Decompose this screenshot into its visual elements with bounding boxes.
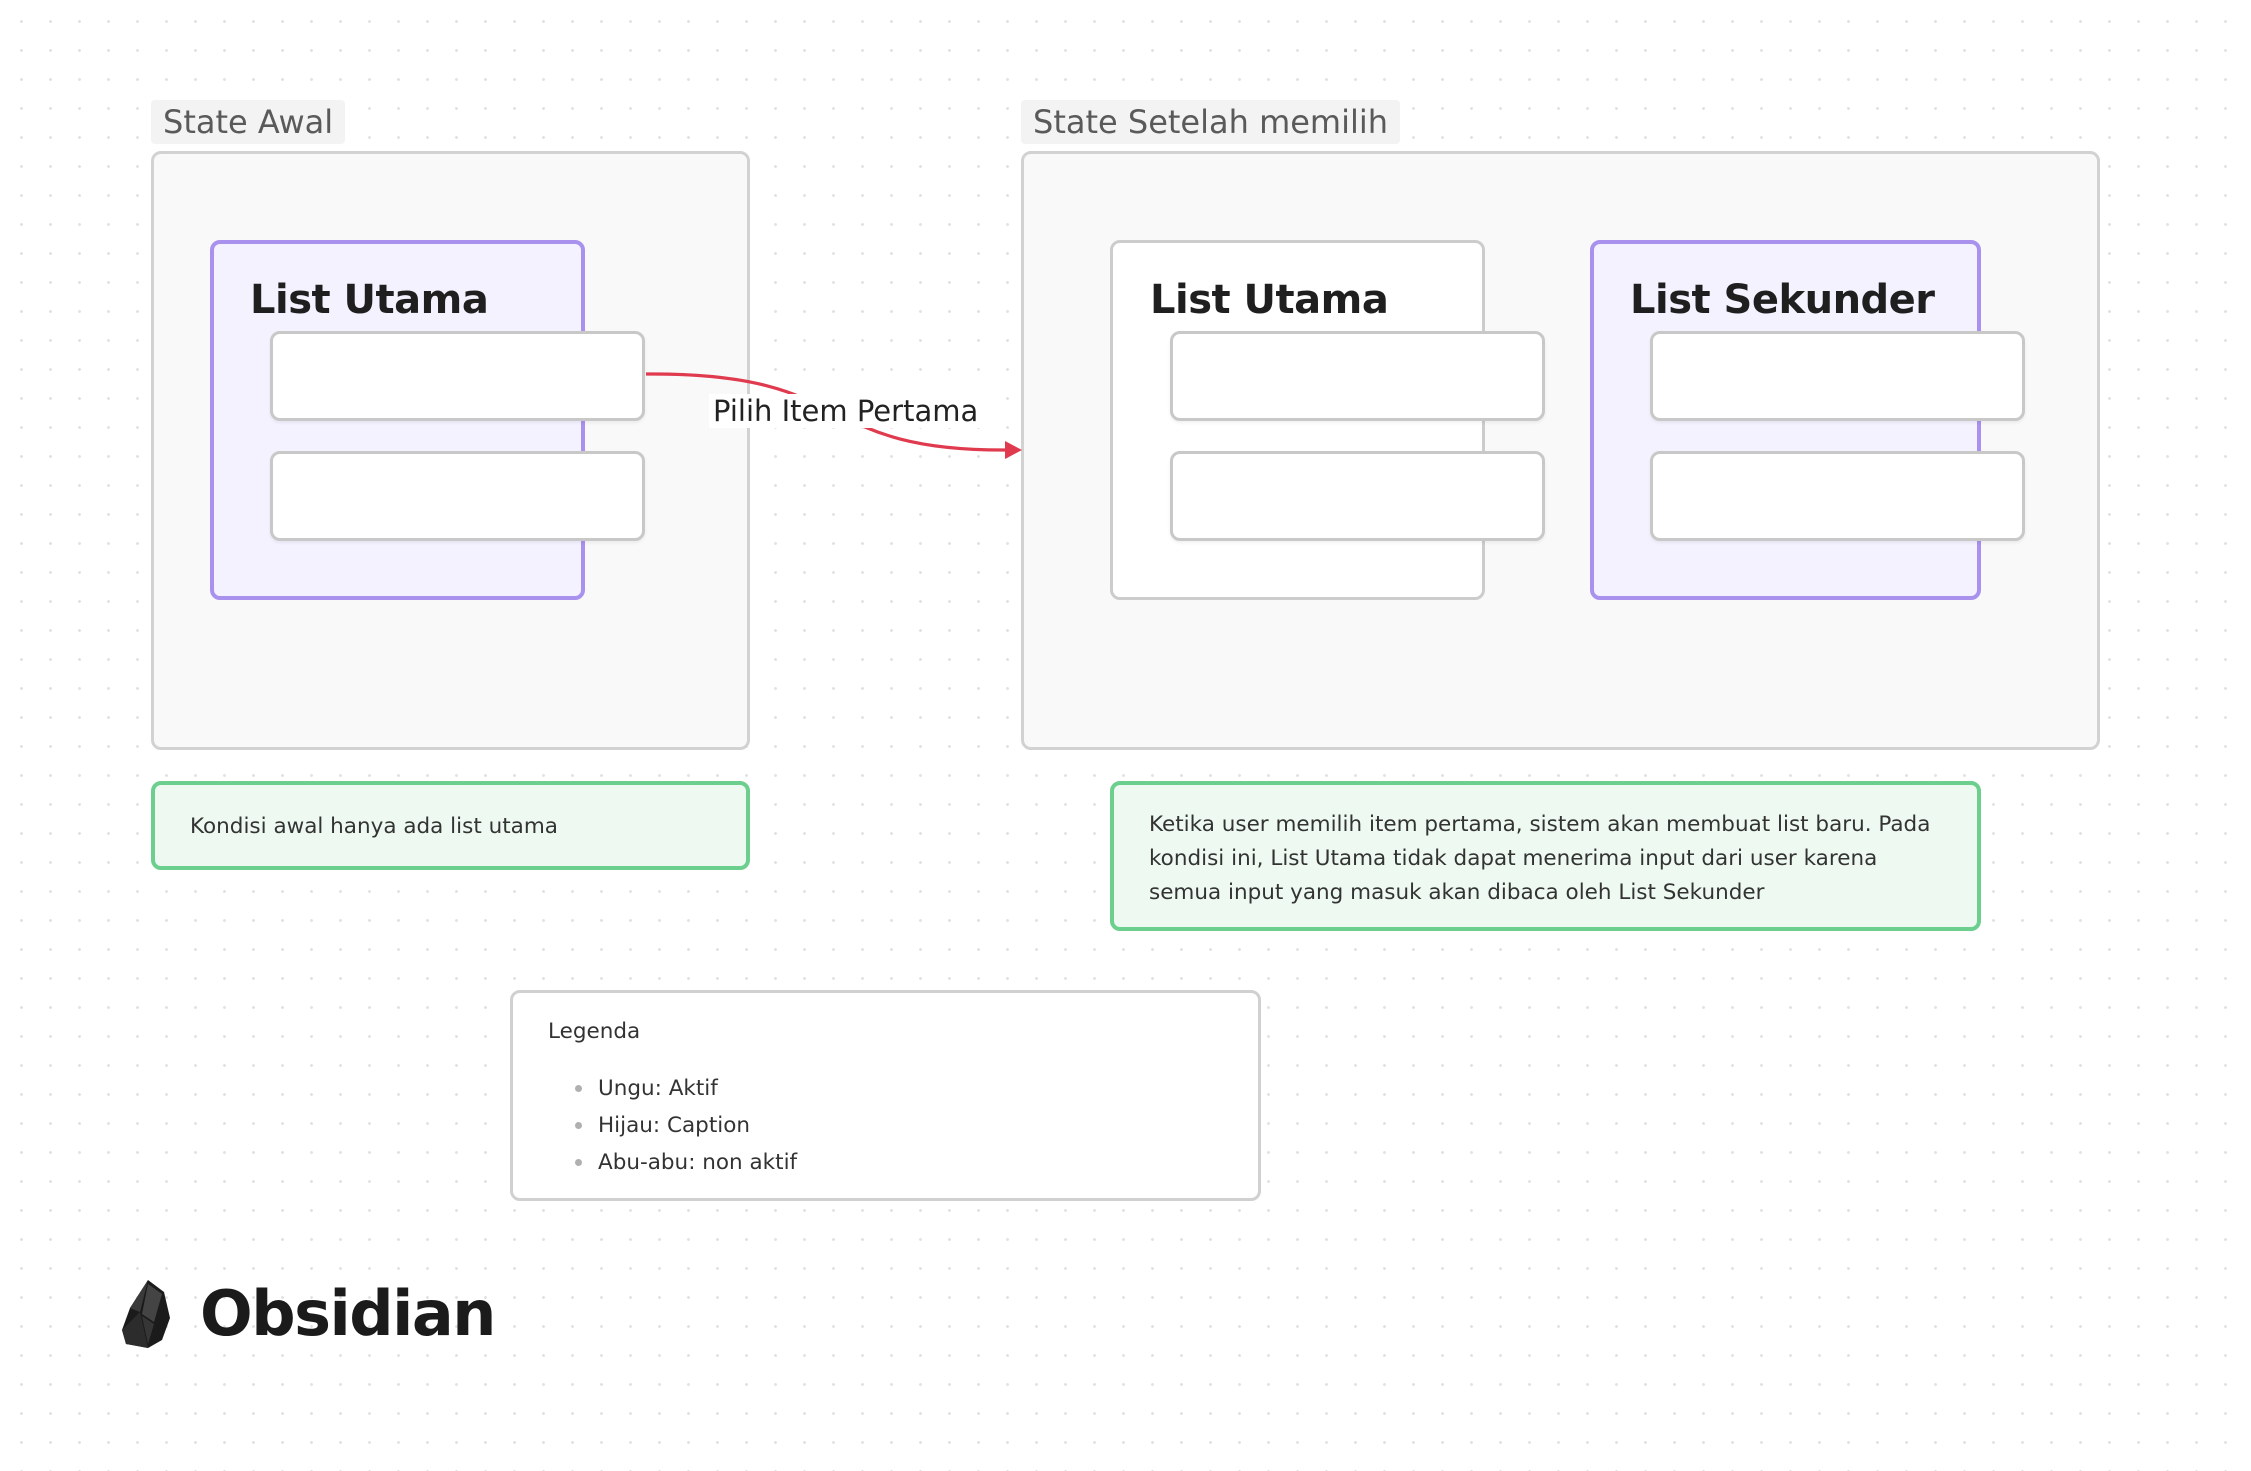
- list-item-card[interactable]: [270, 331, 645, 421]
- legend-item: Abu-abu: non aktif: [548, 1144, 1223, 1181]
- caption-card-state-awal[interactable]: Kondisi awal hanya ada list utama: [151, 781, 750, 870]
- obsidian-wordmark: Obsidian: [200, 1277, 496, 1350]
- list-item-card[interactable]: [270, 451, 645, 541]
- group-label-state-setelah-memilih[interactable]: State Setelah memilih: [1021, 100, 1401, 144]
- legend-item: Hijau: Caption: [548, 1107, 1223, 1144]
- legend-list: Ungu: Aktif Hijau: Caption Abu-abu: non …: [548, 1070, 1223, 1181]
- edge-label[interactable]: Pilih Item Pertama: [709, 394, 983, 428]
- legend-item: Ungu: Aktif: [548, 1070, 1223, 1107]
- list-item-card[interactable]: [1170, 451, 1545, 541]
- arrowhead-icon: [1005, 441, 1022, 459]
- bullet-icon: [575, 1122, 582, 1129]
- legend-item-text: Hijau: Caption: [598, 1113, 751, 1138]
- legend-item-text: Abu-abu: non aktif: [598, 1150, 798, 1175]
- caption-text: Ketika user memilih item pertama, sistem…: [1149, 812, 1931, 905]
- legend-title: Legenda: [548, 1019, 641, 1044]
- bullet-icon: [575, 1159, 582, 1166]
- bullet-icon: [575, 1085, 582, 1092]
- obsidian-logo-icon: [122, 1280, 170, 1348]
- caption-card-state-setelah[interactable]: Ketika user memilih item pertama, sistem…: [1110, 781, 1981, 931]
- legend-card[interactable]: Legenda Ungu: Aktif Hijau: Caption Abu-a…: [510, 990, 1261, 1201]
- legend-item-text: Ungu: Aktif: [598, 1076, 718, 1101]
- group-label-state-awal[interactable]: State Awal: [151, 100, 346, 144]
- list-item-card[interactable]: [1650, 451, 2025, 541]
- list-item-card[interactable]: [1170, 331, 1545, 421]
- list-title-utama: List Utama: [250, 277, 489, 323]
- caption-text: Kondisi awal hanya ada list utama: [190, 814, 558, 839]
- list-title-sekunder: List Sekunder: [1630, 277, 1935, 323]
- list-item-card[interactable]: [1650, 331, 2025, 421]
- list-title-utama: List Utama: [1150, 277, 1389, 323]
